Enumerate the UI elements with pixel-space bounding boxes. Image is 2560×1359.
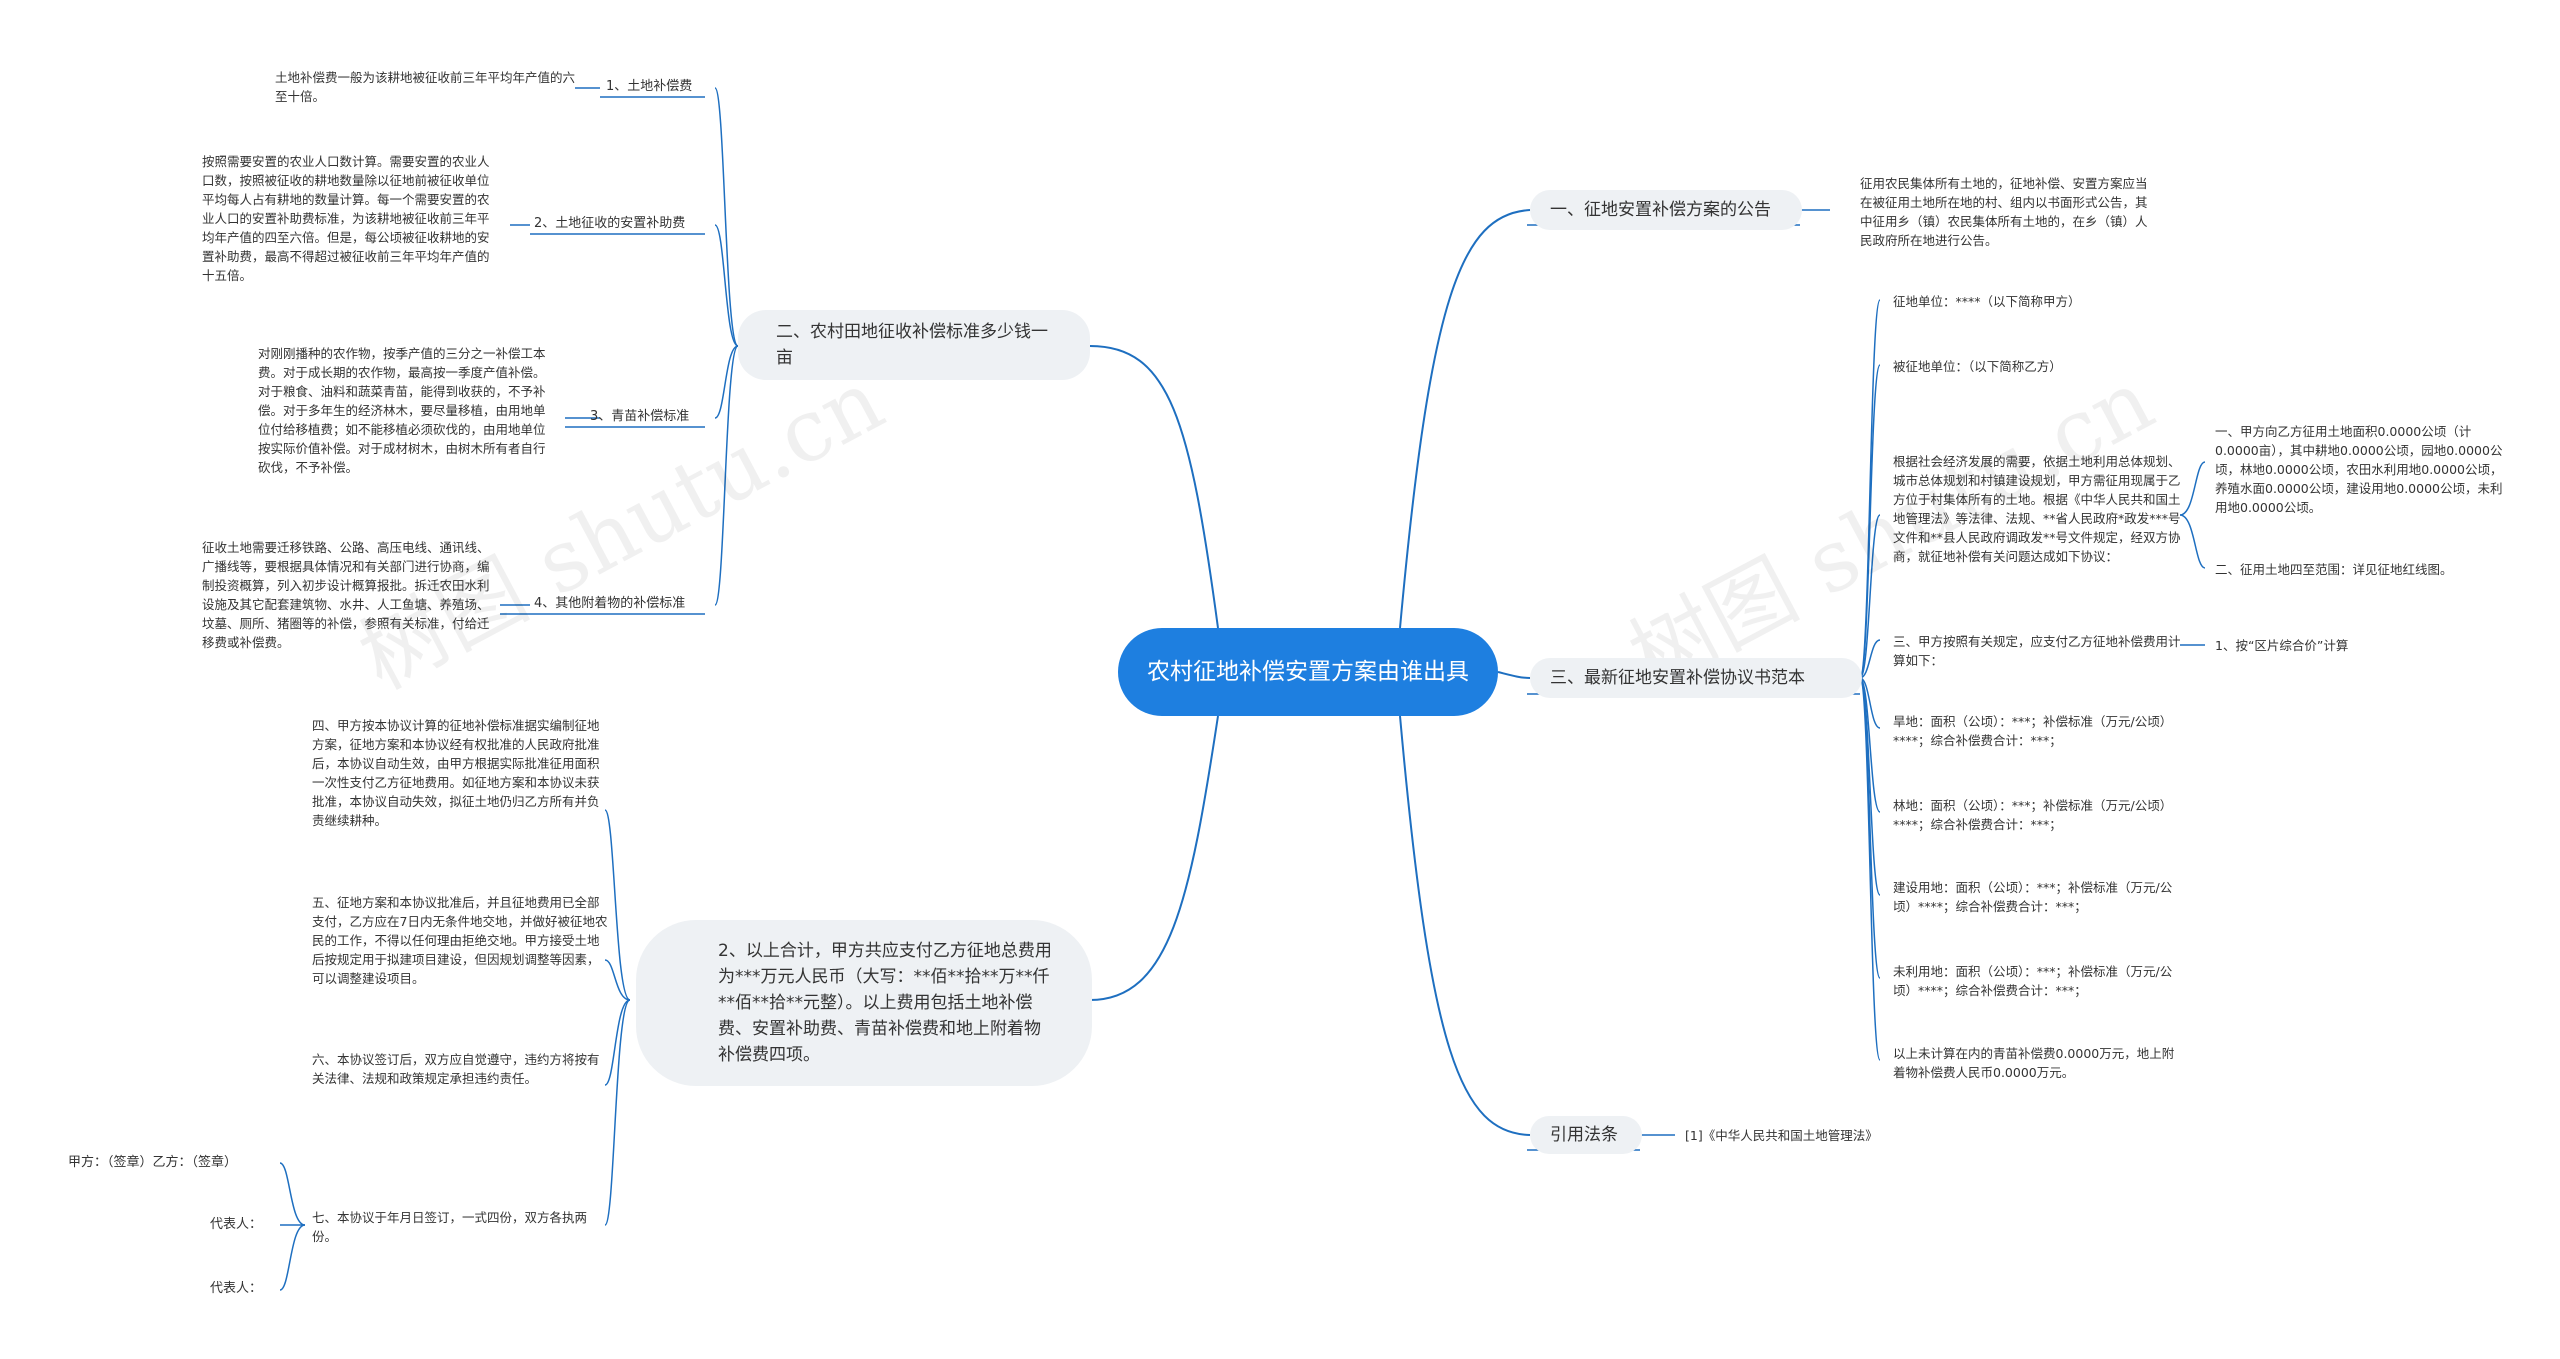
- label-crop-compensation: 3、青苗补偿标准: [590, 409, 690, 424]
- agreement-item: 被征地单位：（以下简称乙方）: [1893, 359, 2062, 374]
- link-root-right-1: [1399, 209, 1531, 629]
- agreement-item: 三、甲方按照有关规定，应支付乙方征地补偿费用计算如下：: [1893, 634, 2181, 668]
- announcement-text: 征用农民集体所有土地的，征地补偿、安置方案应当在被征用土地所在地的村、组内以书面…: [1860, 176, 2148, 248]
- link-root-left-2: [1089, 715, 1219, 1001]
- label-land-compensation: 1、土地补偿费: [606, 79, 693, 94]
- agreement-item: 未利用地：面积（公顷）：***；补偿标准（万元/公顷）****；综合补偿费合计：…: [1893, 964, 2173, 998]
- clause-five: 五、征地方案和本协议批准后，并且征地费用已全部支付，乙方应在7日内无条件地交地，…: [312, 895, 608, 986]
- attachment-compensation-text: 征收土地需要迁移铁路、公路、高压电线、通讯线、广播线等，要根据具体情况和有关部门…: [202, 540, 490, 650]
- link-root-right-2: [1497, 671, 1531, 679]
- law-reference[interactable]: [1]《中华人民共和国土地管理法》: [1685, 1128, 1878, 1143]
- agreement-item: 旱地：面积（公顷）：***；补偿标准（万元/公顷）****；综合补偿费合计：**…: [1893, 714, 2173, 748]
- branch-announcement[interactable]: 一、征地安置补偿方案的公告: [1530, 190, 1802, 230]
- branch-citation[interactable]: 引用法条: [1530, 1116, 1642, 1154]
- branch-compensation-standard[interactable]: 二、农村田地征收补偿标准多少钱一亩: [738, 310, 1090, 380]
- signature-representative: 代表人：: [210, 1217, 263, 1232]
- branch-title: 2、以上合计，甲方共应支付乙方征地总费用为***万元人民币（大写：**佰**拾*…: [718, 941, 1052, 1065]
- branch-agreement-template[interactable]: 三、最新征地安置补偿协议书范本: [1530, 658, 1862, 698]
- price-method: 1、按“区片综合价”计算: [2215, 638, 2349, 653]
- agreement-item: 林地：面积（公顷）：***；补偿标准（万元/公顷）****；综合补偿费合计：**…: [1893, 798, 2173, 832]
- agreement-item: 根据社会经济发展的需要，依据土地利用总体规划、城市总体规划和村镇建设规划，甲方需…: [1893, 454, 2181, 564]
- crop-compensation-text: 对刚刚播种的农作物，按季产值的三分之一补偿工本费。对于成长期的农作物，最高按一季…: [258, 346, 546, 475]
- agreement-item: 建设用地：面积（公顷）：***；补偿标准（万元/公顷）****；综合补偿费合计：…: [1893, 880, 2173, 914]
- branch-title: 二、农村田地征收补偿标准多少钱一亩: [776, 322, 1048, 368]
- signature-representative: 代表人：: [210, 1281, 263, 1296]
- label-resettlement-subsidy: 2、土地征收的安置补助费: [534, 216, 686, 231]
- agreement-item: 以上未计算在内的青苗补偿费0.0000万元，地上附着物补偿费人民币0.0000万…: [1893, 1046, 2175, 1080]
- land-compensation-text: 土地补偿费一般为该耕地被征收前三年平均年产值的六至十倍。: [275, 70, 576, 104]
- link-root-left-1: [1089, 345, 1219, 629]
- clause-four: 四、甲方按本协议计算的征地补偿标准据实编制征地方案，征地方案和本协议经有权批准的…: [312, 718, 600, 828]
- clause-seven: 七、本协议于年月日签订，一式四份，双方各执两份。: [312, 1210, 588, 1244]
- root-topic[interactable]: 农村征地补偿安置方案由谁出具: [1118, 628, 1498, 716]
- area-detail: 一、甲方向乙方征用土地面积0.0000公顷（计0.0000亩），其中耕地0.00…: [2215, 424, 2503, 515]
- clause-six: 六、本协议签订后，双方应自觉遵守，违约方将按有关法律、法规和政策规定承担违约责任…: [312, 1052, 600, 1086]
- branch-title: 引用法条: [1550, 1125, 1618, 1145]
- branch-title: 三、最新征地安置补偿协议书范本: [1550, 668, 1805, 688]
- link-root-right-3: [1399, 715, 1531, 1136]
- resettlement-subsidy-text: 按照需要安置的农业人口数计算。需要安置的农业人口数，按照被征收的耕地数量除以征地…: [202, 154, 490, 283]
- branch-title: 一、征地安置补偿方案的公告: [1550, 200, 1771, 220]
- label-attachment-compensation: 4、其他附着物的补偿标准: [534, 596, 686, 611]
- branch-total-fee[interactable]: 2、以上合计，甲方共应支付乙方征地总费用为***万元人民币（大写：**佰**拾*…: [636, 920, 1092, 1086]
- signature-parties: 甲方：（签章）乙方：（签章）: [68, 1155, 238, 1170]
- agreement-item: 征地单位：****（以下简称甲方）: [1893, 294, 2081, 309]
- area-scope: 二、征用土地四至范围：详见征地红线图。: [2215, 562, 2453, 577]
